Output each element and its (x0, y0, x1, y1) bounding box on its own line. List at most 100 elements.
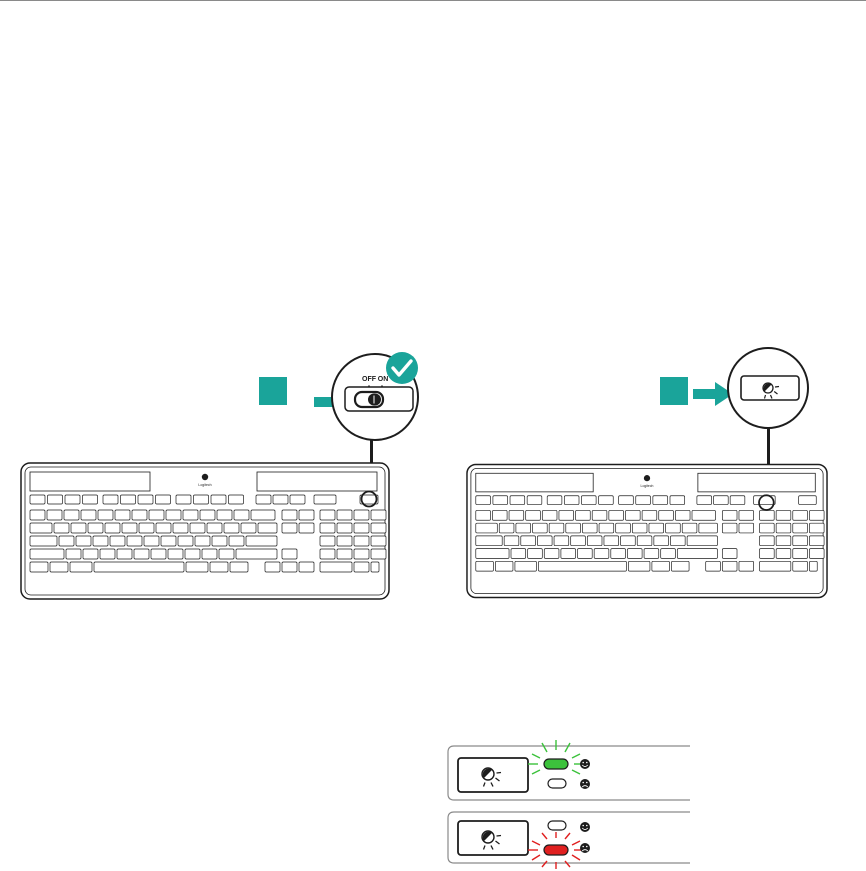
keyboard-key (50, 562, 68, 572)
keyboard-key (616, 523, 631, 533)
keyboard-key (793, 549, 808, 559)
keyboard-key (666, 523, 681, 533)
keyboard-key (234, 510, 249, 520)
keyboard-key (337, 549, 352, 559)
keyboard-key (219, 549, 234, 559)
keyboard-key (100, 549, 115, 559)
keyboard-key (495, 561, 513, 571)
keyboard-illustration: Logitech (20, 462, 390, 600)
keyboard-key (81, 510, 96, 520)
keyboard-key (509, 510, 524, 520)
keyboard-key (578, 549, 593, 559)
keyboard-key (103, 495, 118, 504)
keyboard-key (71, 523, 86, 533)
keyboard-key (144, 536, 159, 546)
keyboard-key (476, 561, 494, 571)
keyboard-key (632, 523, 647, 533)
keyboard-key (706, 561, 721, 571)
keyboard-key (739, 510, 754, 520)
keyboard-key (138, 495, 153, 504)
check-icon (385, 351, 419, 385)
keyboard-key (476, 510, 491, 520)
keyboard-key (134, 549, 149, 559)
keyboard-key (793, 523, 808, 533)
keyboard-key (94, 562, 184, 572)
keyboard-key (30, 523, 52, 533)
keyboard-key (273, 495, 288, 504)
keyboard-key (320, 523, 335, 533)
keyboard-key (173, 523, 188, 533)
keyboard-key (599, 523, 614, 533)
led-red-off (548, 779, 566, 788)
keyboard-key (653, 496, 668, 505)
keyboard-key (528, 549, 543, 559)
keyboard-key (611, 549, 626, 559)
keyboard-key (571, 536, 586, 546)
led-green-lit (528, 740, 584, 774)
keyboard-key (671, 561, 689, 571)
keyboard-key (722, 523, 737, 533)
keyboard-key (538, 561, 626, 571)
keyboard-key (587, 536, 602, 546)
keyboard-key (195, 536, 210, 546)
keyboard-key (83, 549, 98, 559)
keyboard-key (510, 496, 525, 505)
keyboard-key (594, 549, 609, 559)
keyboard-key (809, 536, 824, 546)
keyboard-key (230, 562, 248, 572)
keyboard-key (516, 523, 531, 533)
light-button-zoom (727, 347, 809, 429)
keyboard-key (166, 510, 181, 520)
step-marker-2 (660, 377, 688, 405)
keyboard-key (625, 510, 640, 520)
sad-face-icon (580, 779, 590, 789)
keyboard-key (127, 536, 142, 546)
keyboard-key (190, 523, 205, 533)
keyboard-key (566, 523, 581, 533)
keyboard-key (224, 523, 239, 533)
keyboard-key (722, 561, 737, 571)
keyboard-key (504, 536, 519, 546)
keyboard-key (66, 549, 81, 559)
keyboard-key (760, 523, 775, 533)
keyboard-key (793, 561, 808, 571)
keyboard-illustration: Logitech (466, 462, 828, 600)
switch-off-label: OFF (362, 376, 377, 383)
keyboard-key (314, 495, 336, 504)
keyboard-key (88, 523, 103, 533)
keyboard-key (760, 536, 775, 546)
keyboard-key (526, 510, 541, 520)
keyboard-key (549, 523, 564, 533)
keyboard-key (476, 549, 509, 559)
keyboard-key (371, 549, 386, 559)
keyboard-key (121, 495, 136, 504)
keyboard-key (547, 496, 562, 505)
keyboard-key (149, 510, 164, 520)
keyboard-key (476, 536, 502, 546)
keyboard-key (241, 523, 256, 533)
keyboard-key (687, 536, 717, 546)
keyboard-key (70, 562, 92, 572)
keyboard-key (65, 495, 80, 504)
keyboard-key (176, 495, 191, 504)
keyboard-key (581, 496, 596, 505)
keyboard-key (554, 536, 569, 546)
keyboard-key (619, 496, 634, 505)
keyboard-key (670, 536, 685, 546)
keyboard-key (151, 549, 166, 559)
keyboard-key (76, 536, 91, 546)
keyboard-key (59, 536, 74, 546)
keyboard-key (354, 536, 369, 546)
keyboard-key (652, 561, 670, 571)
keyboard-key (299, 510, 314, 520)
keyboard-key (236, 549, 277, 559)
keyboard-key (354, 549, 369, 559)
keyboard-key (809, 523, 824, 533)
keyboard-key (564, 496, 579, 505)
keyboard-key (371, 536, 386, 546)
keyboard-key (809, 549, 824, 559)
keyboard-key (476, 523, 498, 533)
keyboard-key (200, 510, 215, 520)
keyboard-key (644, 549, 659, 559)
keyboard-key (760, 510, 775, 520)
